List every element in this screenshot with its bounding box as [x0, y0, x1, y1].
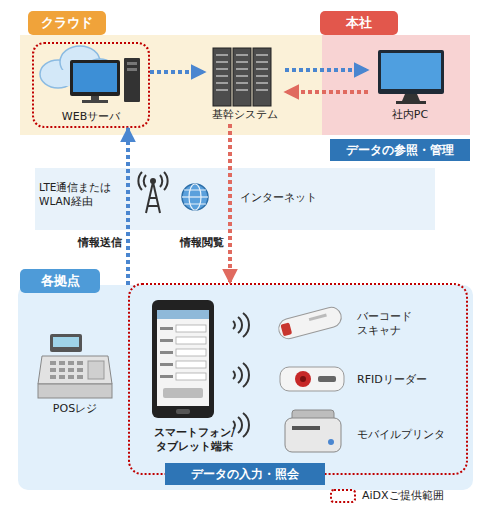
- zone-tab: クラウド: [28, 11, 106, 35]
- network-band: LTE通信または WLAN経由 インターネット: [35, 168, 435, 230]
- node-label: バーコード スキャナ: [357, 310, 437, 338]
- server-rack-icon: [213, 48, 271, 106]
- zone-tab: 本社: [320, 11, 398, 35]
- node-label: 基幹システム: [200, 108, 290, 122]
- dotted-arrow: [285, 68, 368, 72]
- barcode-scanner-icon: [277, 305, 344, 341]
- site-zone: 各拠点POSレジデータの入力・照会スマートフォン/ タブレット端末バーコード ス…: [18, 285, 473, 490]
- node-label: 社内PC: [368, 108, 452, 122]
- aidx-scope-box: データの入力・照会スマートフォン/ タブレット端末バーコード スキャナRFIDリ…: [128, 283, 468, 475]
- office-pc-node: 社内PC: [368, 44, 452, 124]
- smartphone-icon: [152, 300, 214, 418]
- dotted-arrow: [228, 124, 232, 283]
- globe-icon: [182, 184, 208, 210]
- core-system-node: 基幹システム: [205, 44, 285, 124]
- mobile-printer-icon: [285, 410, 341, 452]
- printer-node: モバイルプリンタ: [272, 407, 462, 462]
- head-office-zone: 本社データの参照・管理社内PC: [322, 35, 470, 135]
- rfid-node: RFIDリーダー: [272, 357, 462, 402]
- web-server-box: WEBサーバ: [32, 42, 150, 128]
- node-label: POSレジ: [30, 402, 120, 416]
- dotted-arrow: [150, 70, 205, 74]
- legend-text: AiDXご提供範囲: [362, 489, 444, 503]
- dotted-arrow: [285, 90, 368, 94]
- legend-swatch: [330, 489, 356, 503]
- wireless-mark: [233, 313, 249, 437]
- dotted-arrow: [126, 128, 130, 285]
- node-label: スマートフォン/ タブレット端末: [142, 426, 247, 454]
- cloud-server-icon: [40, 46, 140, 103]
- antenna-icon: [138, 172, 167, 213]
- smartphone-node: スマートフォン/ タブレット端末: [142, 300, 247, 458]
- edge-label: 情報送信: [76, 236, 124, 250]
- pos-node: POSレジ: [30, 330, 120, 420]
- barcode-node: バーコード スキャナ: [272, 300, 462, 352]
- rfid-reader-icon: [280, 367, 344, 391]
- office-pc-icon: [378, 50, 444, 104]
- node-label: モバイルプリンタ: [357, 428, 457, 442]
- edge-label: 情報閲覧: [178, 236, 226, 250]
- node-label: RFIDリーダー: [357, 373, 457, 387]
- network-label: インターネット: [240, 191, 350, 205]
- pos-register-icon: [38, 334, 112, 398]
- network-label: LTE通信または WLAN経由: [39, 180, 117, 208]
- zone-tab: 各拠点: [20, 269, 100, 293]
- zone-caption: データの入力・照会: [165, 463, 325, 485]
- cloud-zone: クラウドWEBサーバ基幹システム: [20, 35, 322, 135]
- zone-caption: データの参照・管理: [330, 139, 470, 161]
- node-label: WEBサーバ: [34, 110, 148, 124]
